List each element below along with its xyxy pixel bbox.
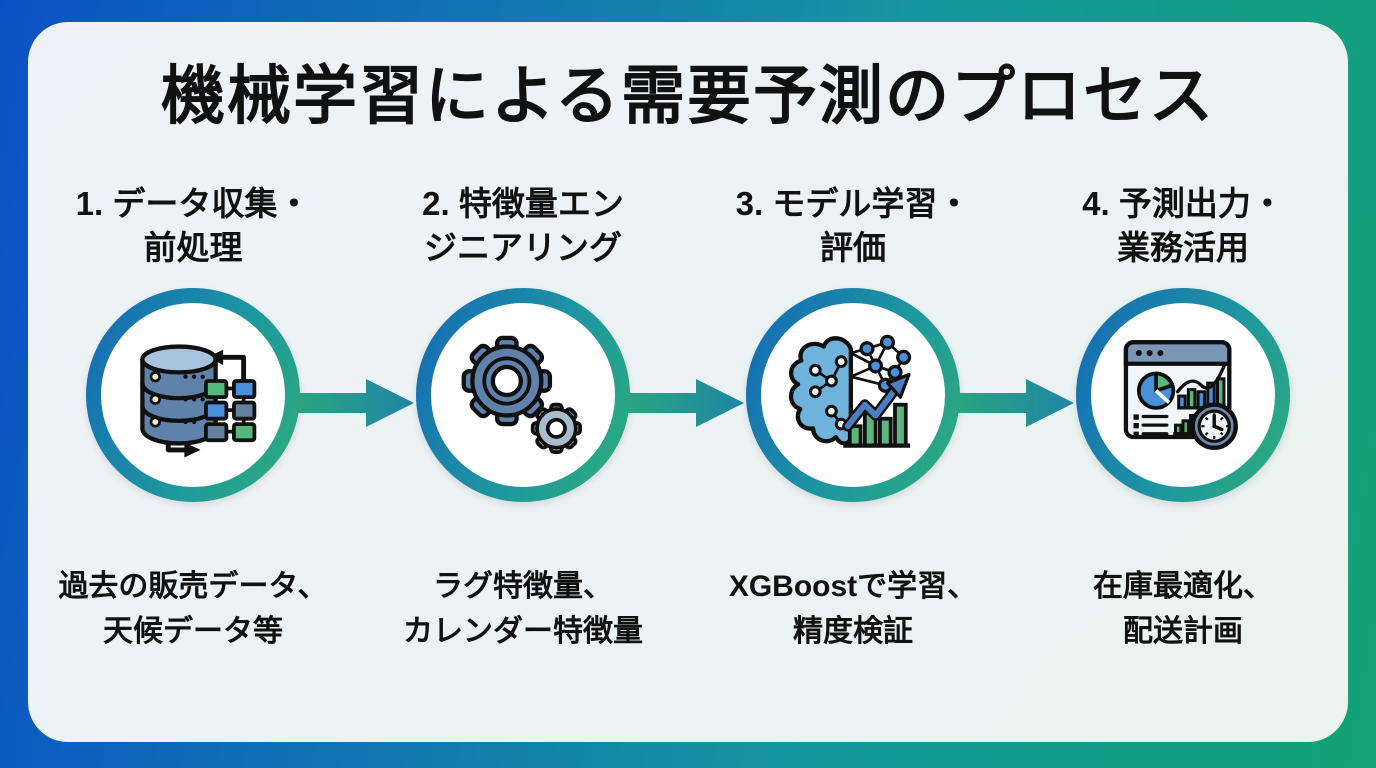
step-heading-line2: 前処理 [143,228,243,266]
step-icon-circle [86,287,300,502]
step-desc-line1: ラグ特徴量、 [433,569,613,603]
step-desc-line2: カレンダー特徴量 [403,614,643,648]
step-desc-line1: 過去の販売データ、 [58,569,328,603]
step-desc-line2: 天候データ等 [102,614,283,648]
step-icon-disc [431,302,615,487]
step-icon-disc [1091,302,1275,487]
flow-arrow-icon [626,379,744,427]
step-heading: 2. 特徴量エン ジニアリング [422,182,624,274]
step-heading-line2: ジニアリング [423,228,622,266]
process-steps-row: 1. データ収集・ 前処理 [28,182,1348,654]
step-desc-line1: XGBoostで学習、 [728,569,978,603]
content-card: 機械学習による需要予測のプロセス 1. データ収集・ 前処理 [28,22,1348,742]
step-heading: 1. データ収集・ 前処理 [76,182,311,274]
page-title: 機械学習による需要予測のプロセス [160,60,1216,132]
step-column-3: 3. モデル学習・ 評価 [688,182,1018,654]
brain-analytics-icon [788,334,912,448]
flow-arrow-icon [956,379,1074,427]
gears-icon [461,335,582,454]
step-desc-line1: 在庫最適化、 [1093,569,1273,603]
step-icon-circle [416,287,630,502]
step-heading-line1: 1. データ収集・ [75,184,311,222]
step-heading: 3. モデル学習・ 評価 [736,182,971,274]
step-description: ラグ特徴量、 カレンダー特徴量 [403,564,643,654]
step-heading-line1: 4. 予測出力・ [1082,184,1284,222]
step-heading: 4. 予測出力・ 業務活用 [1082,182,1284,274]
step-icon-disc [101,302,285,487]
step-heading-line1: 3. モデル学習・ [735,184,971,222]
step-description: 過去の販売データ、 天候データ等 [58,564,327,654]
step-desc-line2: 精度検証 [793,614,913,648]
step-description: XGBoostで学習、 精度検証 [729,564,977,654]
flow-arrow-icon [296,379,414,427]
step-column-2: 2. 特徴量エン ジニアリング [358,182,688,654]
database-icon [140,343,257,458]
step-description: 在庫最適化、 配送計画 [1093,564,1273,654]
step-heading-line2: 評価 [819,228,886,266]
step-desc-line2: 配送計画 [1123,614,1243,648]
step-icon-circle [1076,287,1290,502]
dashboard-icon [1123,339,1238,450]
step-column-1: 1. データ収集・ 前処理 [28,182,358,654]
step-icon-disc [761,302,945,487]
step-heading-line2: 業務活用 [1116,228,1249,266]
step-column-4: 4. 予測出力・ 業務活用 [1018,182,1348,654]
step-icon-circle [746,287,960,502]
step-heading-line1: 2. 特徴量エン [422,184,624,222]
